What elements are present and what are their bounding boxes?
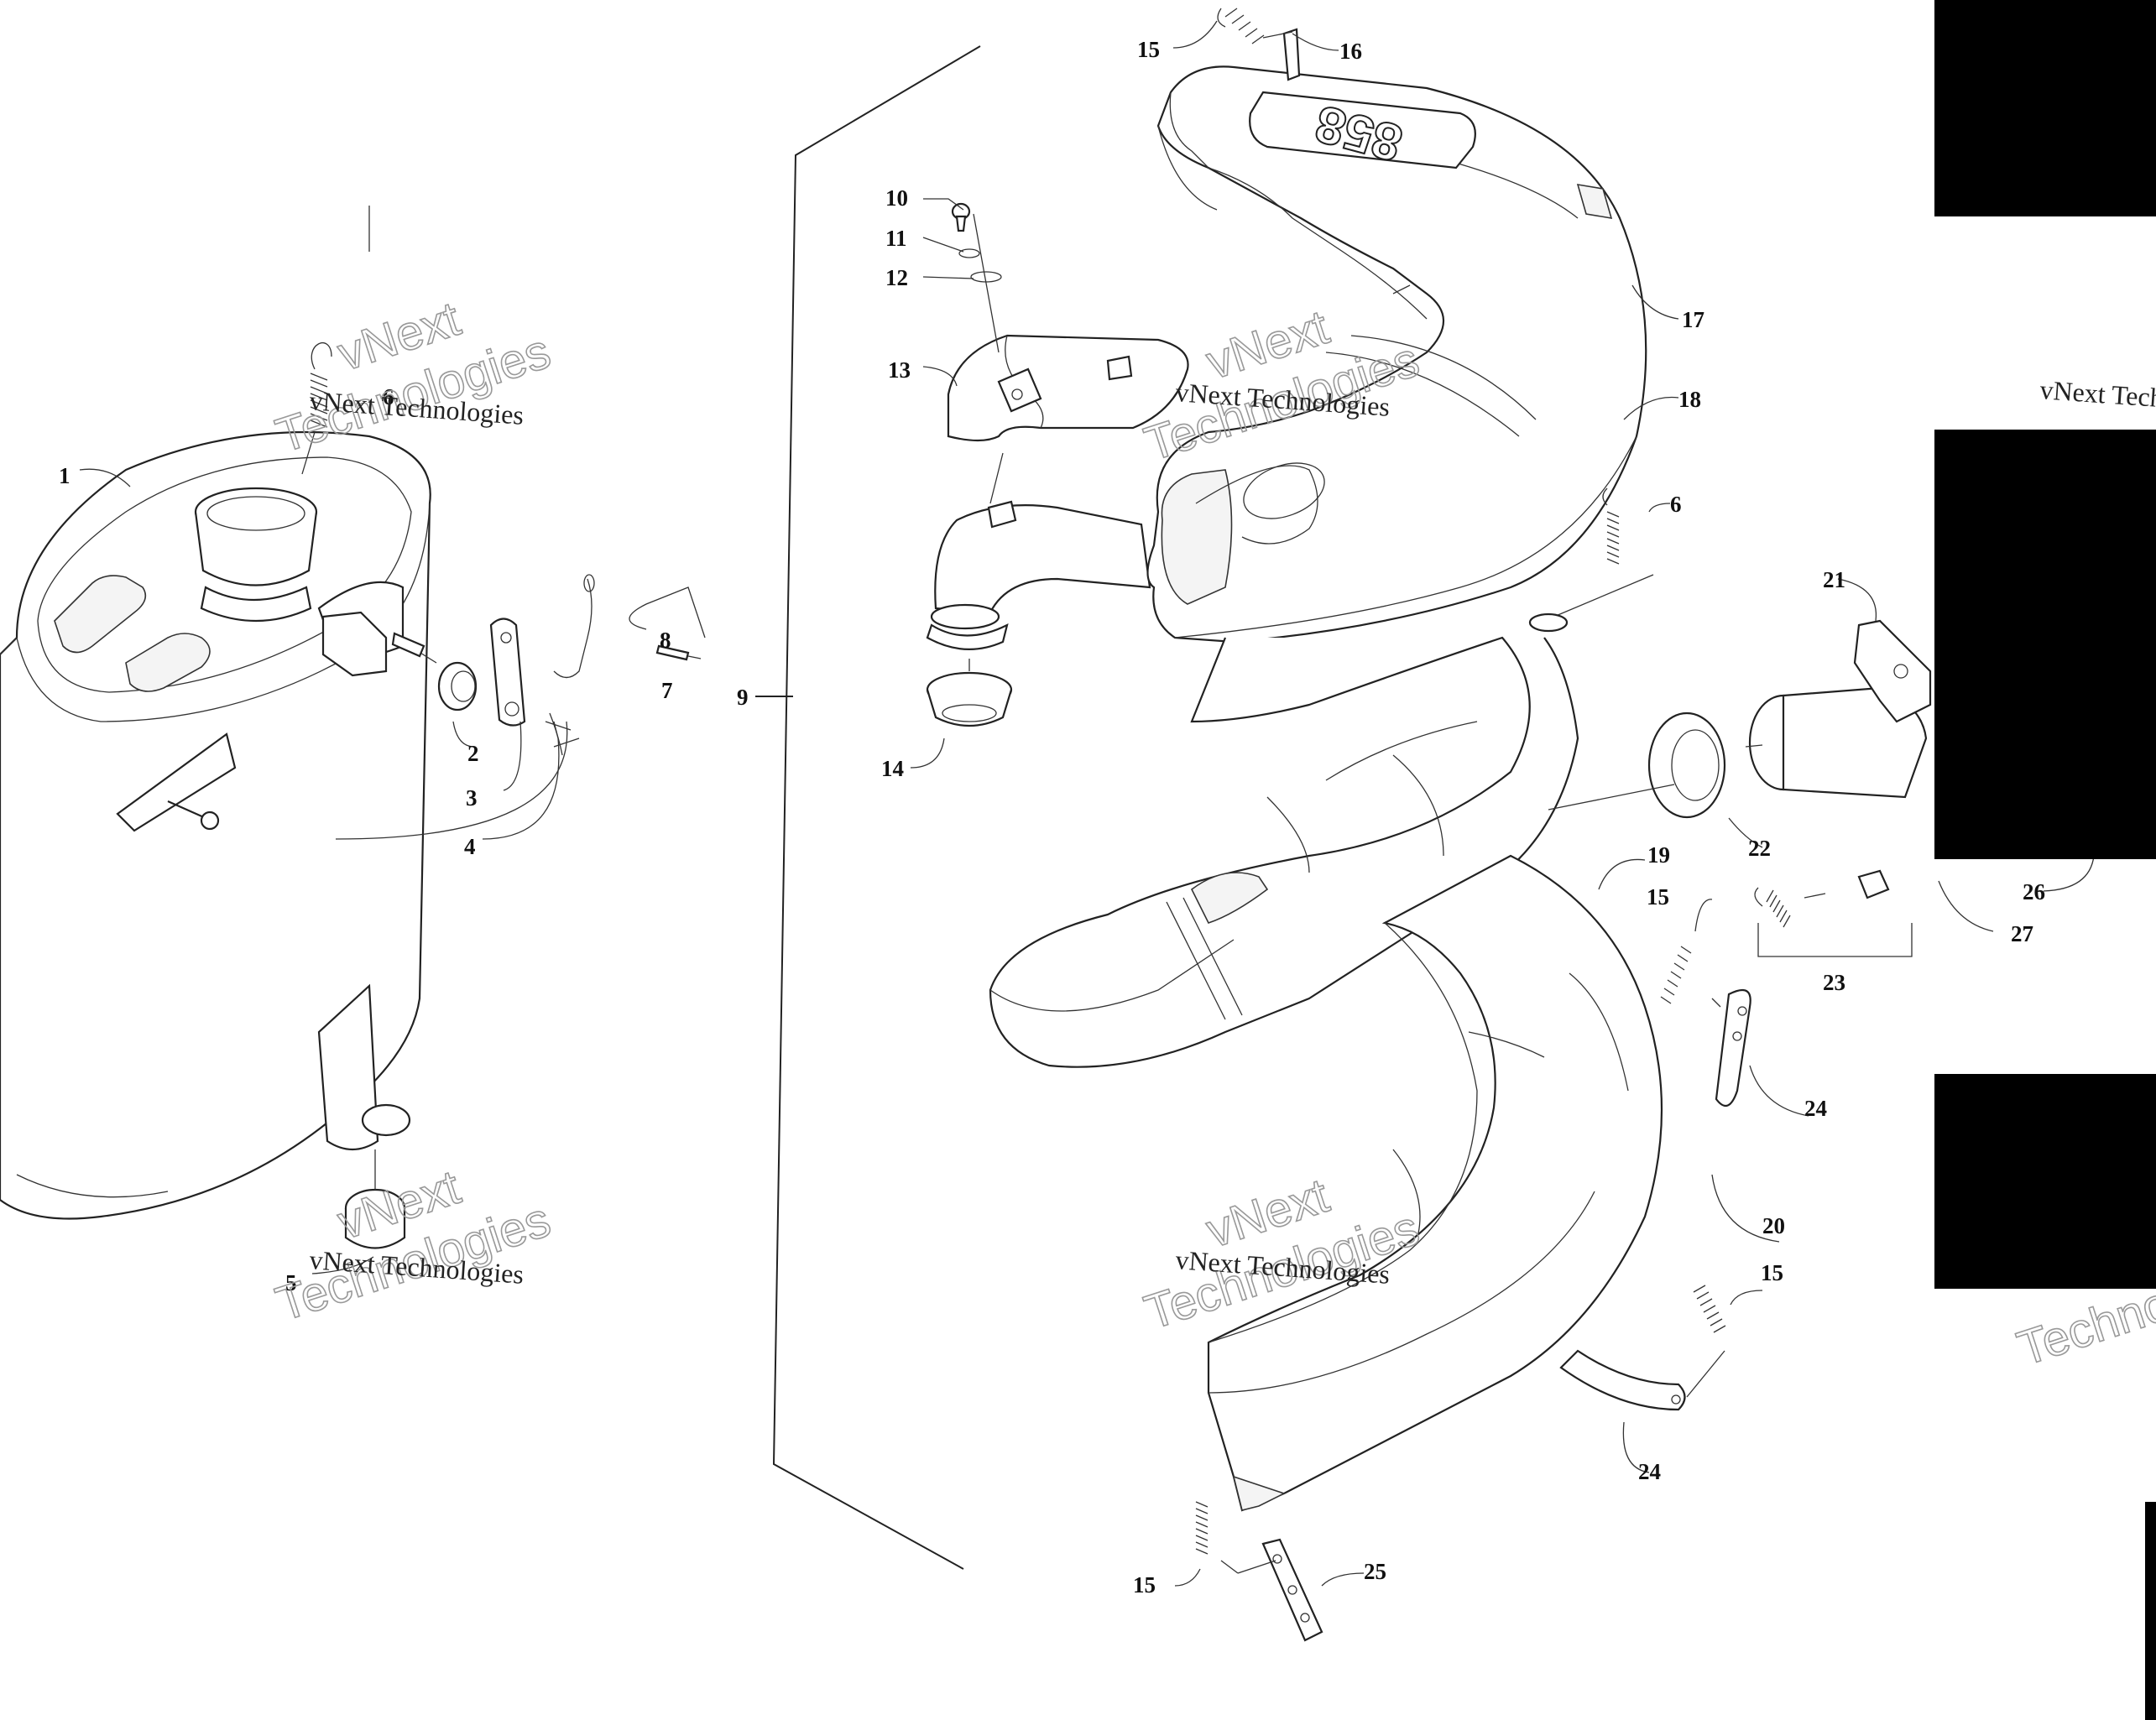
callout-15-lower-right: 15 <box>1761 1260 1783 1285</box>
callout-10: 10 <box>885 185 908 211</box>
callout-24-lower: 24 <box>1638 1459 1661 1484</box>
callout-21: 21 <box>1823 567 1845 592</box>
callout-19: 19 <box>1647 842 1670 868</box>
callout-7: 7 <box>661 678 673 703</box>
callout-1: 1 <box>59 463 70 488</box>
group-9-bracket <box>772 45 981 1570</box>
callout-3: 3 <box>466 785 478 810</box>
muffler-hardware <box>301 342 702 1249</box>
callout-5: 5 <box>285 1270 297 1295</box>
watermark-text: vNext Technologies <box>2039 374 2156 420</box>
callout-22: 22 <box>1748 836 1771 861</box>
callout-12: 12 <box>885 265 908 290</box>
springs-and-straps <box>1195 8 1751 1642</box>
flange-parts <box>1548 619 1932 957</box>
right-edge-masks <box>1934 0 2156 1720</box>
spring-6-left <box>301 342 332 475</box>
right-edge-masks-top <box>1934 0 2156 1720</box>
callout-16: 16 <box>1339 39 1362 64</box>
callout-6-left: 6 <box>383 384 394 409</box>
callout-9: 9 <box>737 685 749 710</box>
callout-27: 27 <box>2011 921 2033 946</box>
callout-20: 20 <box>1762 1213 1785 1238</box>
callout-25: 25 <box>1364 1559 1386 1584</box>
callout-11: 11 <box>885 226 907 251</box>
callout-8: 8 <box>660 628 671 653</box>
callout-4: 4 <box>464 834 476 859</box>
callout-14: 14 <box>881 756 904 781</box>
callout-15-mid: 15 <box>1647 884 1669 910</box>
callout-23: 23 <box>1823 970 1845 995</box>
callout-18: 18 <box>1678 387 1701 412</box>
chamber-lower-shield <box>1207 854 1663 1512</box>
watermark-group: vNext Technologies vNext Technologies vN… <box>269 290 2156 1377</box>
leader-lines <box>79 20 2095 1587</box>
callout-17: 17 <box>1682 307 1704 332</box>
head-pipe-assembly <box>926 202 1189 727</box>
callout-13: 13 <box>888 357 911 383</box>
muffler <box>0 430 431 1220</box>
callout-24-upper: 24 <box>1804 1096 1827 1121</box>
expansion-chamber: 858 <box>1146 65 1647 644</box>
callout-15-top: 15 <box>1137 37 1160 62</box>
callout-labels: 1 2 3 4 5 6 7 8 9 10 11 12 13 14 15 16 1… <box>59 37 2045 1598</box>
callout-6-right: 6 <box>1670 492 1682 517</box>
callout-15-bottom: 15 <box>1133 1572 1156 1598</box>
callout-2: 2 <box>467 741 479 766</box>
callout-26: 26 <box>2023 879 2045 904</box>
